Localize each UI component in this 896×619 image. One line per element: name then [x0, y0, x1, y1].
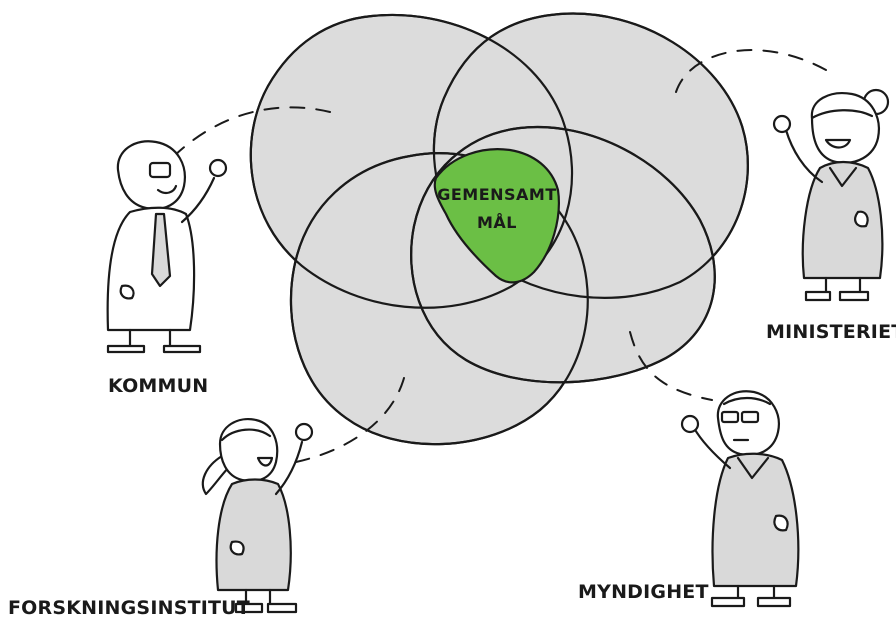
shared-goal-region: [433, 148, 560, 284]
forskningsinstitut-shoe-right: [266, 602, 298, 614]
forskningsinstitut-label: FORSKNINGSINSTITUT: [8, 597, 250, 619]
ministeriet-figure: MINISTERIET: [766, 88, 896, 343]
myndighet-lower-hand: [773, 514, 789, 532]
ministeriet-raised-hand: [772, 114, 792, 134]
kommun-lower-hand: [119, 284, 135, 300]
myndighet-shoe-left: [710, 596, 746, 608]
outline-bottom-right: [410, 125, 716, 384]
ministeriet-mouth: [824, 138, 852, 149]
forskningsinstitut-raised-hand: [294, 422, 314, 442]
forskningsinstitut-body: [215, 478, 292, 592]
myndighet-hair: [722, 396, 772, 406]
ministeriet-lower-hand: [854, 210, 869, 228]
forskningsinstitut-head: [218, 418, 279, 483]
ministeriet-hair: [810, 109, 874, 120]
forskningsinstitut-legs: [244, 588, 272, 606]
connectors: [169, 49, 827, 463]
kommun-raised-hand: [208, 158, 228, 178]
outline-top-right: [432, 12, 749, 299]
ministeriet-shoe-left: [804, 290, 832, 302]
forskningsinstitut-ponytail: [201, 454, 232, 496]
myndighet-raised-arm: [692, 426, 732, 470]
forskningsinstitut-hair: [220, 428, 272, 442]
kommun-legs: [128, 328, 172, 348]
forskningsinstitut-figure: FORSKNINGSINSTITUT: [8, 418, 314, 619]
venn-circles: GEMENSAMT MÅL: [249, 12, 749, 446]
ministeriet-body: [801, 160, 884, 280]
ministeriet-raised-arm: [784, 128, 824, 184]
kommun-body: [106, 206, 196, 332]
kommun-figure: KOMMUN: [106, 140, 228, 397]
myndighet-figure: MYNDIGHET: [578, 390, 800, 608]
kommun-tie-icon: [150, 212, 172, 288]
ministeriet-collar: [828, 166, 858, 188]
myndighet-collar: [736, 456, 770, 480]
forskningsinstitut-lower-hand: [229, 540, 245, 556]
myndighet-head: [716, 390, 780, 457]
forskningsinstitut-raised-arm: [274, 440, 304, 496]
kommun-glasses-icon: [148, 161, 172, 179]
connector-ministeriet: [675, 49, 827, 93]
ministeriet-legs: [824, 276, 862, 294]
ministeriet-shoe-right: [838, 290, 870, 302]
myndighet-glasses-icon: [720, 410, 740, 424]
outline-top-left: [249, 13, 574, 309]
ministeriet-label: MINISTERIET: [766, 321, 896, 343]
goal-text-line2: MÅL: [477, 213, 517, 232]
myndighet-legs: [736, 584, 776, 600]
myndighet-raised-hand: [680, 414, 700, 434]
kommun-raised-arm: [180, 176, 216, 224]
kommun-head: [116, 140, 186, 211]
myndighet-glasses-right-icon: [740, 410, 760, 424]
ministeriet-head: [810, 92, 880, 164]
connector-myndighet: [629, 331, 713, 401]
forskningsinstitut-mouth: [256, 456, 274, 467]
connector-forskningsinstitut: [295, 377, 405, 463]
goal-text-line1: GEMENSAMT: [437, 185, 557, 204]
kommun-mouth: [156, 184, 178, 195]
forskningsinstitut-shoe-left: [234, 602, 264, 614]
myndighet-shoe-right: [756, 596, 792, 608]
kommun-shoe-right: [162, 344, 202, 354]
kommun-shoe-left: [106, 344, 146, 354]
connector-kommun: [169, 106, 331, 161]
kommun-label: KOMMUN: [108, 375, 208, 397]
myndighet-body: [711, 452, 800, 588]
myndighet-label: MYNDIGHET: [578, 581, 709, 603]
